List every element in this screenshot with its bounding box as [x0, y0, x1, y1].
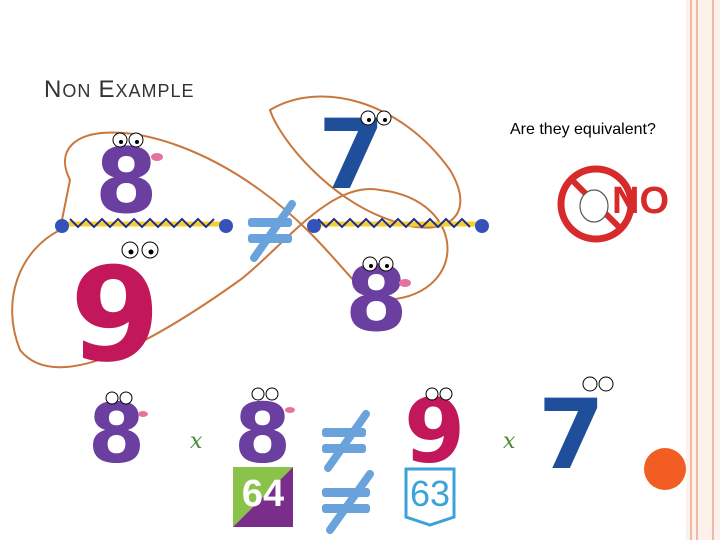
multiply-x-icon: x	[503, 429, 516, 454]
svg-text:8: 8	[234, 387, 291, 482]
character-seven: 7	[318, 99, 392, 211]
character-eight: 8	[88, 387, 148, 482]
not-equal-icon	[248, 200, 296, 262]
character-seven: 7	[538, 376, 614, 491]
no-sign-text: NO	[612, 180, 669, 222]
character-eight: 8	[234, 387, 295, 482]
number-tile-63: 63	[402, 467, 458, 527]
slide-title: NON EXAMPLE	[44, 76, 195, 103]
orange-circle-icon	[644, 448, 686, 490]
loop-outline	[268, 95, 462, 229]
not-equal-icon	[322, 470, 374, 534]
loop-outline	[11, 131, 449, 369]
character-nine: 9	[70, 239, 160, 391]
svg-text:8: 8	[95, 129, 158, 234]
frame-line	[696, 0, 698, 540]
multiply-x-icon: x	[190, 429, 203, 454]
frame-line	[690, 0, 692, 540]
stop-hand-icon	[557, 165, 635, 243]
character-nine: 9	[404, 380, 465, 483]
character-eight: 8	[345, 247, 411, 352]
number-tile-64: 64	[233, 467, 293, 527]
svg-text:8: 8	[88, 387, 145, 482]
frame-line	[712, 0, 714, 540]
question-text: Are they equivalent?	[510, 121, 656, 138]
character-eight: 8	[95, 129, 163, 234]
svg-text:9: 9	[70, 239, 160, 391]
svg-text:7: 7	[538, 379, 605, 491]
not-equal-icon	[322, 410, 370, 472]
